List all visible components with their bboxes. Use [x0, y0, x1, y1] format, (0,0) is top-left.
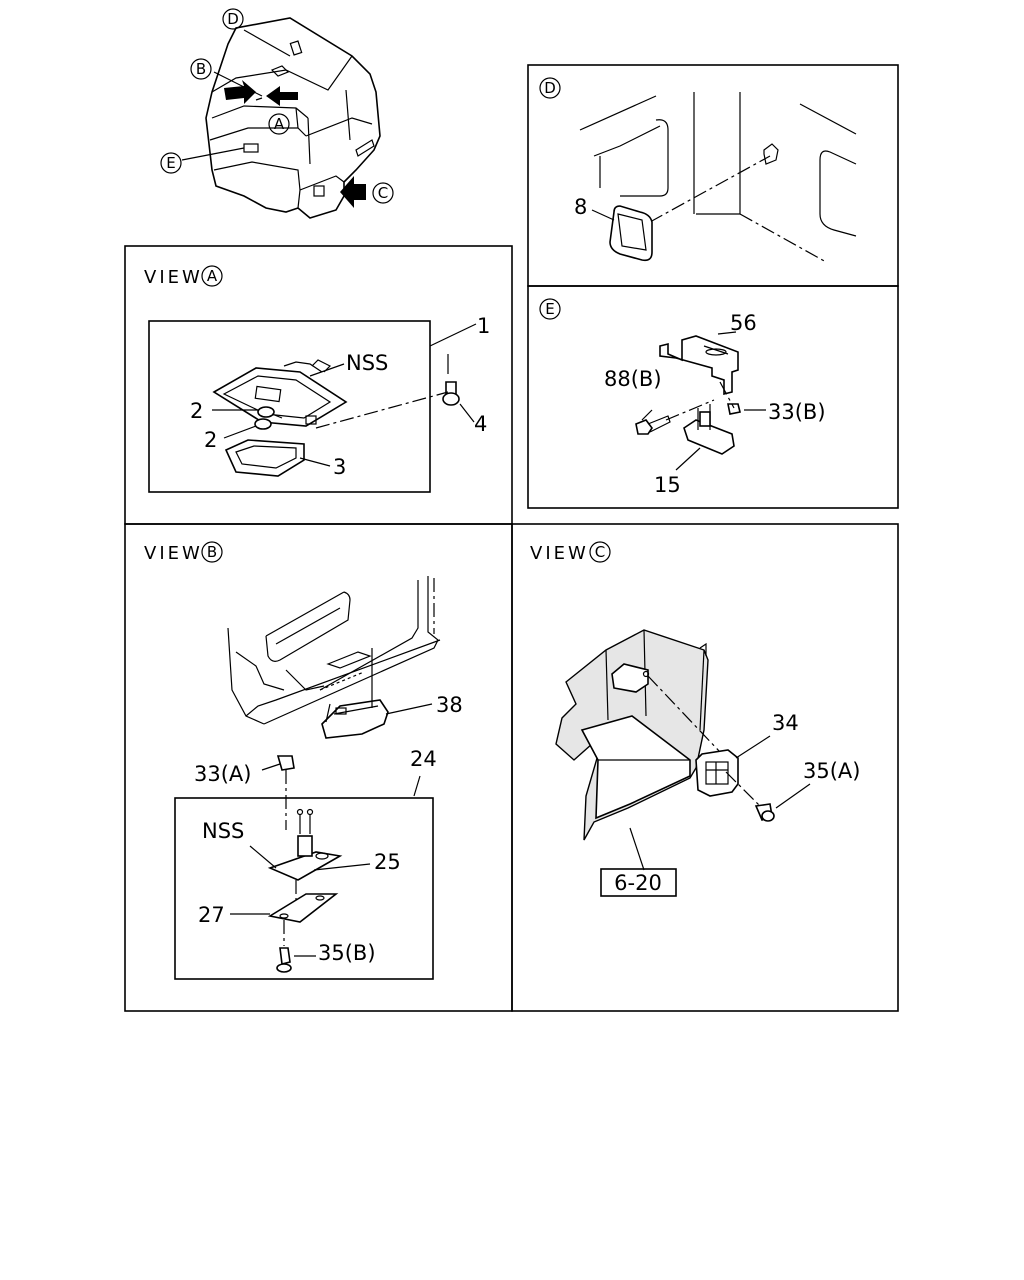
callout-2: 2 — [190, 399, 203, 423]
svg-text:A: A — [274, 115, 285, 133]
callout-nss: NSS — [202, 819, 244, 843]
panel-e-marker: E — [539, 298, 561, 320]
svg-text:D: D — [227, 10, 239, 28]
panel-view-b-frame — [124, 523, 513, 1012]
callout-15: 15 — [654, 473, 681, 497]
panel-view-c-frame — [511, 523, 899, 1012]
marker-b: B — [190, 58, 212, 80]
view-b: VIEW B — [144, 541, 463, 980]
svg-text:A: A — [207, 267, 218, 285]
callout-24: 24 — [410, 747, 437, 771]
panel-e-frame — [527, 285, 899, 509]
callout-nss: NSS — [346, 351, 388, 375]
view-c-title: VIEW — [530, 543, 589, 564]
callout-25: 25 — [374, 850, 401, 874]
svg-text:B: B — [207, 543, 217, 561]
panel-d-frame — [527, 64, 899, 287]
panel-d-marker: D — [539, 77, 561, 99]
svg-text:C: C — [595, 543, 605, 561]
view-a: VIEW A 1 NSS 2 2 3 — [144, 265, 490, 493]
view-a-title: VIEW — [144, 267, 203, 288]
callout-35b: 35(B) — [318, 941, 376, 965]
overview-cab: D B A E C — [160, 8, 394, 219]
callout-2: 2 — [204, 428, 217, 452]
arrow-left-icon — [266, 86, 298, 106]
callout-8: 8 — [574, 195, 587, 219]
svg-text:E: E — [166, 154, 175, 172]
view-a-marker: A — [201, 265, 223, 287]
callout-3: 3 — [333, 455, 346, 479]
svg-text:C: C — [378, 184, 388, 202]
callout-34: 34 — [772, 711, 799, 735]
marker-c: C — [372, 182, 394, 204]
panel-e: E 56 88(B) 33(B) 15 — [539, 298, 826, 497]
callout-35a: 35(A) — [803, 759, 860, 783]
marker-e: E — [160, 152, 182, 174]
ref-box — [600, 868, 677, 897]
view-a-inset-box — [148, 320, 431, 493]
marker-a: A — [268, 113, 290, 135]
callout-ref-6-20: 6-20 — [614, 871, 662, 895]
callout-27: 27 — [198, 903, 225, 927]
view-c: VIEW C 6-20 34 35(A) — [530, 541, 860, 897]
callout-4: 4 — [474, 412, 487, 436]
view-b-inset-box — [174, 797, 434, 980]
callout-1: 1 — [477, 314, 490, 338]
view-c-marker: C — [589, 541, 611, 563]
view-b-marker: B — [201, 541, 223, 563]
svg-text:D: D — [544, 79, 556, 97]
arrow-left-icon — [340, 176, 366, 208]
callout-38: 38 — [436, 693, 463, 717]
svg-text:B: B — [196, 60, 206, 78]
panel-d: D 8 — [539, 77, 857, 263]
marker-d: D — [222, 8, 244, 30]
callout-56: 56 — [730, 311, 757, 335]
svg-text:E: E — [545, 300, 554, 318]
callout-33b: 33(B) — [768, 400, 826, 424]
view-b-title: VIEW — [144, 543, 203, 564]
callout-88b: 88(B) — [604, 367, 662, 391]
arrow-right-icon — [224, 80, 256, 104]
callout-33a: 33(A) — [194, 762, 251, 786]
